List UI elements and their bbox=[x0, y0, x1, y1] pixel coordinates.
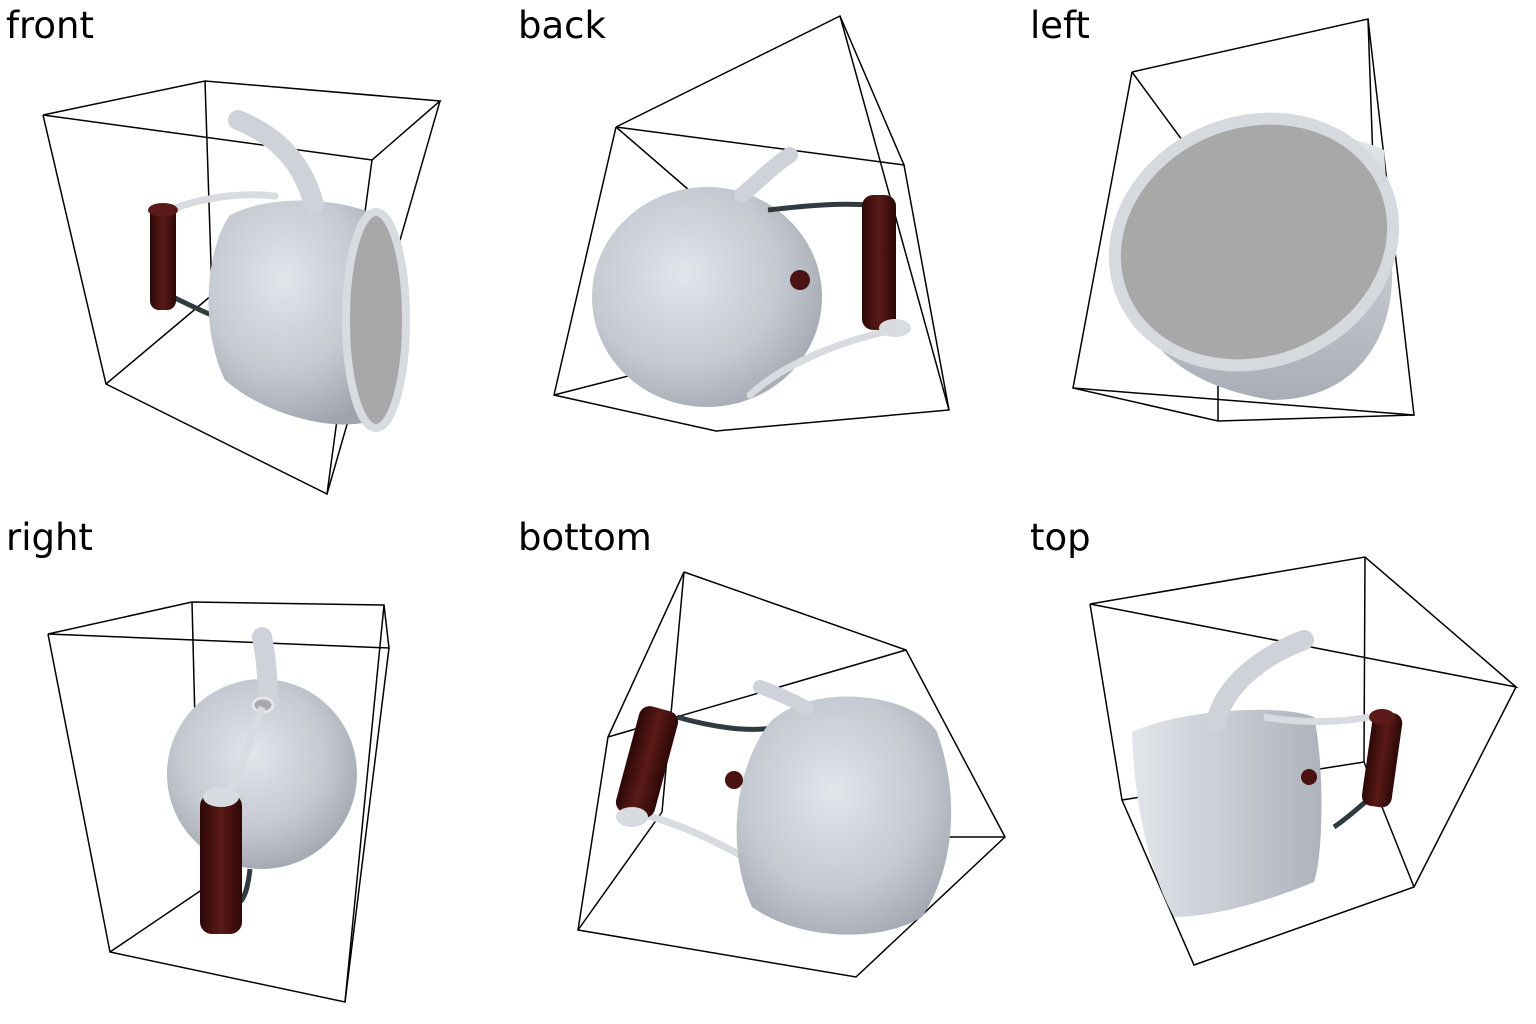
view-label: right bbox=[6, 516, 93, 559]
handle-grip bbox=[862, 195, 911, 337]
render-back bbox=[553, 14, 950, 432]
view-label: front bbox=[6, 4, 95, 47]
view-label: top bbox=[1030, 516, 1091, 559]
view-label: left bbox=[1030, 4, 1090, 47]
kettle-body bbox=[167, 627, 357, 869]
kettle-body bbox=[208, 110, 410, 432]
render-bottom bbox=[577, 571, 1006, 978]
kettle-body bbox=[1132, 630, 1322, 917]
handle-wire bbox=[746, 201, 898, 399]
kettle-body bbox=[1108, 112, 1400, 400]
handle-grip bbox=[200, 787, 242, 934]
kettle-body bbox=[592, 147, 822, 407]
view-label: back bbox=[518, 4, 606, 47]
view-panel-bottom: bottom bbox=[512, 512, 1024, 1024]
bounding-box bbox=[577, 571, 1006, 978]
render-front bbox=[42, 80, 442, 496]
render-top bbox=[1089, 556, 1519, 966]
view-panel-left: left bbox=[1024, 0, 1536, 512]
render-right bbox=[47, 601, 390, 1003]
view-panel-right: right bbox=[0, 512, 512, 1024]
handle-grip bbox=[615, 706, 679, 827]
handle-grip bbox=[1361, 709, 1403, 808]
view-panel-back: back bbox=[512, 0, 1024, 512]
render-left bbox=[1072, 18, 1415, 422]
view-label: bottom bbox=[518, 516, 652, 559]
view-panel-front: front bbox=[0, 0, 512, 512]
view-panel-top: top bbox=[1024, 512, 1536, 1024]
handle-grip bbox=[148, 203, 178, 310]
kettle-body bbox=[725, 680, 952, 935]
